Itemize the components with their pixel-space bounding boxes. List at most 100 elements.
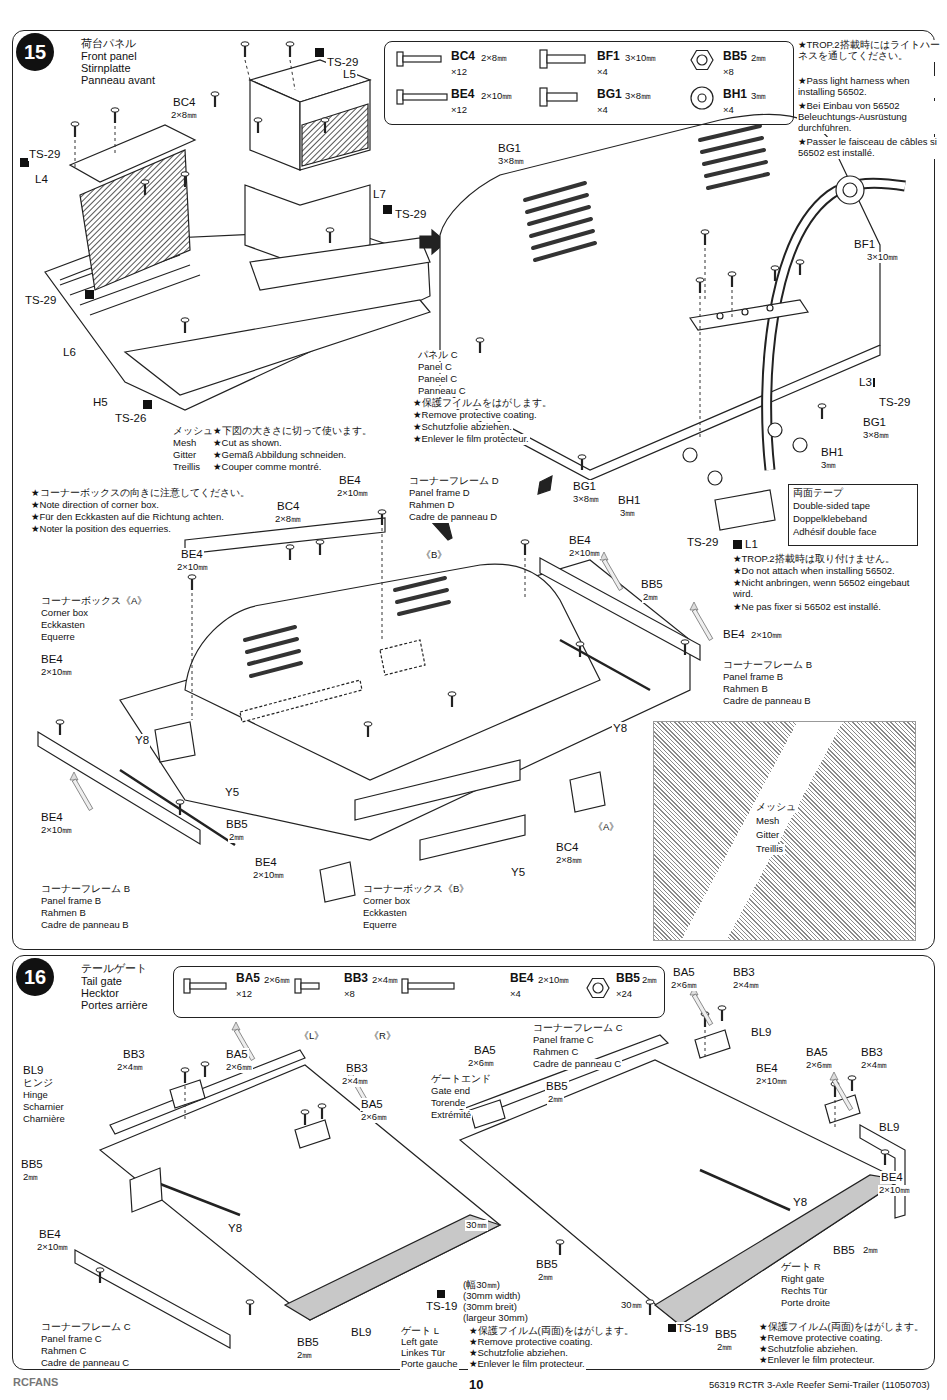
callout-label: ★Für den Eckkasten auf die Richtung acht… bbox=[30, 512, 225, 523]
line-art bbox=[100, 1065, 500, 1320]
node-text: 3×10㎜ bbox=[625, 53, 656, 64]
callout-label: L4 bbox=[34, 173, 49, 186]
node-text: ×8 bbox=[344, 989, 355, 1000]
callout-label: L3 bbox=[858, 376, 873, 389]
line-art bbox=[38, 50, 905, 1348]
line-art bbox=[211, 92, 219, 107]
line-art bbox=[708, 174, 768, 188]
line-art bbox=[188, 575, 196, 590]
line-art bbox=[250, 80, 300, 170]
callout-label: ゲート R bbox=[780, 1262, 822, 1273]
node-text: 16 bbox=[24, 966, 46, 989]
callout-label: ★Passer le faisceau de câbles si 56502 e… bbox=[797, 137, 941, 159]
callout-label: ★Couper comme montré. bbox=[212, 462, 322, 473]
line-art bbox=[695, 1030, 730, 1058]
line-art bbox=[190, 983, 226, 989]
line-art bbox=[691, 87, 713, 109]
callout-label: 2×10㎜ bbox=[40, 667, 73, 678]
callout-label: Rahmen B bbox=[722, 684, 769, 695]
callout-label: Charnière bbox=[22, 1114, 66, 1125]
line-art bbox=[184, 979, 190, 993]
callout-label: ★Schutzfolie abziehen. bbox=[412, 422, 513, 433]
callout-label: BL9 bbox=[878, 1121, 900, 1134]
line-art bbox=[881, 1150, 889, 1165]
callout-label: Panel frame C bbox=[40, 1334, 103, 1345]
callout-label: Extrémité bbox=[430, 1110, 472, 1121]
callout-label: (largeur 30mm) bbox=[462, 1313, 529, 1324]
callout-label: Panel C bbox=[417, 362, 453, 373]
callout-label: 2×8㎜ bbox=[274, 514, 302, 525]
callout-label: ★TROP.2搭載時にはライトハーネスを通してください。 bbox=[797, 40, 941, 62]
line-art bbox=[56, 720, 64, 735]
line-art bbox=[402, 979, 408, 993]
line-art bbox=[130, 1168, 162, 1212]
callout-label: BE4 bbox=[880, 1171, 904, 1184]
line-art bbox=[326, 228, 334, 243]
node-text: Gitter bbox=[754, 830, 781, 841]
callout-label: BE4 bbox=[254, 856, 278, 869]
line-art bbox=[836, 176, 864, 204]
callout-label: 2×8㎜ bbox=[170, 110, 198, 121]
callout-label: 2㎜ bbox=[642, 592, 659, 603]
callout-label: BB5 bbox=[714, 1328, 738, 1341]
line-art bbox=[704, 150, 764, 164]
callout-label: BB3 bbox=[122, 1048, 146, 1061]
line-art bbox=[111, 108, 119, 123]
callout-label: 2×8㎜ bbox=[555, 855, 583, 866]
line-art bbox=[691, 51, 713, 70]
line-art bbox=[525, 558, 526, 600]
callout-label: BB5 bbox=[20, 1158, 44, 1171]
callout-label: 30㎜ bbox=[620, 1300, 643, 1311]
callout-label: BF1 bbox=[853, 238, 876, 251]
callout-label: ★Remove protective coating. bbox=[468, 1337, 594, 1348]
line-art bbox=[698, 94, 706, 102]
node-text: BE4 bbox=[451, 88, 474, 102]
callout-label: Y8 bbox=[792, 1196, 808, 1209]
line-art bbox=[476, 338, 484, 353]
callout-label: ★Nicht anbringen, wenn 56502 eingebaut w… bbox=[732, 578, 929, 600]
callout-label: 2×6㎜ bbox=[467, 1058, 495, 1069]
callout-label: コーナーフレーム C bbox=[532, 1023, 624, 1034]
callout-label: ゲート L bbox=[400, 1326, 440, 1337]
line-art bbox=[300, 80, 370, 170]
line-art bbox=[717, 313, 723, 319]
callout-label: ★コーナーボックスの向きに注意してください。 bbox=[30, 488, 251, 499]
node-text: 2㎜ bbox=[642, 975, 657, 986]
callout-label: コーナーボックス《B》 bbox=[362, 884, 470, 895]
callout-label: TS-29 bbox=[878, 396, 911, 409]
line-art bbox=[143, 400, 152, 409]
line-art bbox=[181, 318, 189, 333]
step-number: 16 bbox=[16, 958, 54, 996]
callout-label: TS-29 bbox=[686, 536, 719, 549]
callout-label: 2×4㎜ bbox=[341, 1076, 369, 1087]
line-art bbox=[364, 722, 372, 737]
callout-label: 2×6㎜ bbox=[225, 1062, 253, 1073]
line-art bbox=[316, 540, 324, 555]
node-text: 2×8㎜ bbox=[481, 53, 507, 64]
callout-label: BE4 bbox=[755, 1062, 779, 1075]
line-art bbox=[286, 42, 294, 57]
line-art bbox=[718, 1006, 726, 1021]
line-art bbox=[254, 118, 262, 133]
callout-label: 30㎜ bbox=[465, 1220, 488, 1231]
node-text: Mesh bbox=[754, 816, 781, 827]
callout-label: Torende bbox=[430, 1098, 466, 1109]
line-art bbox=[547, 55, 585, 63]
callout-label: 2×4㎜ bbox=[860, 1060, 888, 1071]
line-art bbox=[556, 1240, 564, 1255]
line-art bbox=[403, 94, 447, 100]
line-art bbox=[521, 540, 529, 555]
line-art bbox=[771, 266, 779, 281]
callout-label: BC4 bbox=[555, 841, 579, 854]
line-art bbox=[668, 1324, 676, 1332]
line-art bbox=[302, 104, 368, 166]
node-text: 荷台パネル bbox=[81, 37, 136, 50]
callout-label: BB5 bbox=[296, 1336, 320, 1349]
callout-label: TS-29 bbox=[394, 208, 427, 221]
line-art bbox=[286, 545, 294, 560]
line-art bbox=[705, 248, 706, 300]
node-text: Double-sided tape bbox=[793, 501, 870, 512]
callout-label: Porte gauche bbox=[400, 1359, 459, 1370]
callout-label: 2×10㎜ bbox=[40, 825, 73, 836]
node-text: ×24 bbox=[616, 989, 632, 1000]
